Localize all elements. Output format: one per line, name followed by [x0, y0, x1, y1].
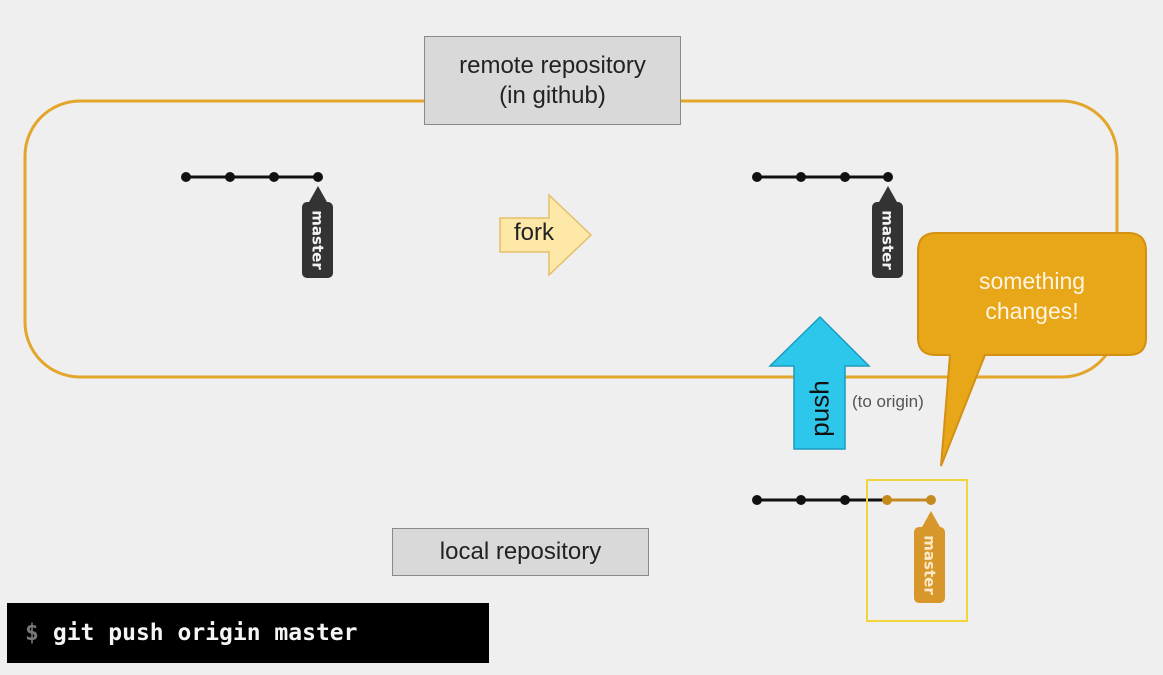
callout-line-1: something: [978, 268, 1086, 294]
commit-dot: [269, 172, 279, 182]
master-branch-tag: master: [302, 202, 333, 278]
push-arrow: [768, 315, 871, 450]
master-tag-pointer: [922, 511, 940, 527]
commit-dot: [313, 172, 323, 182]
master-tag-label: master: [920, 535, 939, 595]
fork-label: fork: [513, 219, 554, 246]
new-commit-dot: [882, 495, 892, 505]
terminal-command: git push origin master: [52, 620, 358, 646]
fork-master-branch-tag: master: [872, 202, 903, 278]
commit-dot: [225, 172, 235, 182]
callout-bubble: [917, 232, 1147, 467]
local-repository-label: local repository: [392, 528, 649, 576]
new-commits-highlight: [866, 479, 968, 622]
commit-dot: [840, 172, 850, 182]
local-master-branch-tag: master: [914, 527, 945, 603]
remote-repository-label: remote repository (in github): [424, 36, 681, 125]
to-origin-note: (to origin): [852, 392, 924, 411]
commit-dot: [796, 172, 806, 182]
new-commit-dot: [926, 495, 936, 505]
fork-arrow: [499, 193, 593, 277]
local-commit-graph: [752, 479, 968, 622]
push-label-text: push: [804, 379, 835, 437]
terminal-prompt: $: [25, 620, 39, 646]
terminal-command-bar: $ git push origin master: [7, 603, 489, 663]
callout-line-2: changes!: [985, 298, 1079, 324]
master-tag-pointer: [309, 186, 327, 202]
commit-dot: [796, 495, 806, 505]
remote-repository-title: remote repository: [459, 52, 646, 79]
remote-repository-subtitle: (in github): [499, 82, 606, 109]
commit-dot: [752, 172, 762, 182]
commit-dot: [752, 495, 762, 505]
commit-dot: [883, 172, 893, 182]
push-label: push: [796, 370, 844, 446]
commit-dot: [181, 172, 191, 182]
remote-original-commit-graph: [181, 172, 327, 202]
commit-dot: [840, 495, 850, 505]
master-tag-label: master: [878, 210, 897, 270]
master-tag-label: master: [308, 210, 327, 270]
master-tag-pointer: [879, 186, 897, 202]
remote-fork-commit-graph: [752, 172, 897, 202]
callout-text: something changes!: [924, 266, 1140, 326]
